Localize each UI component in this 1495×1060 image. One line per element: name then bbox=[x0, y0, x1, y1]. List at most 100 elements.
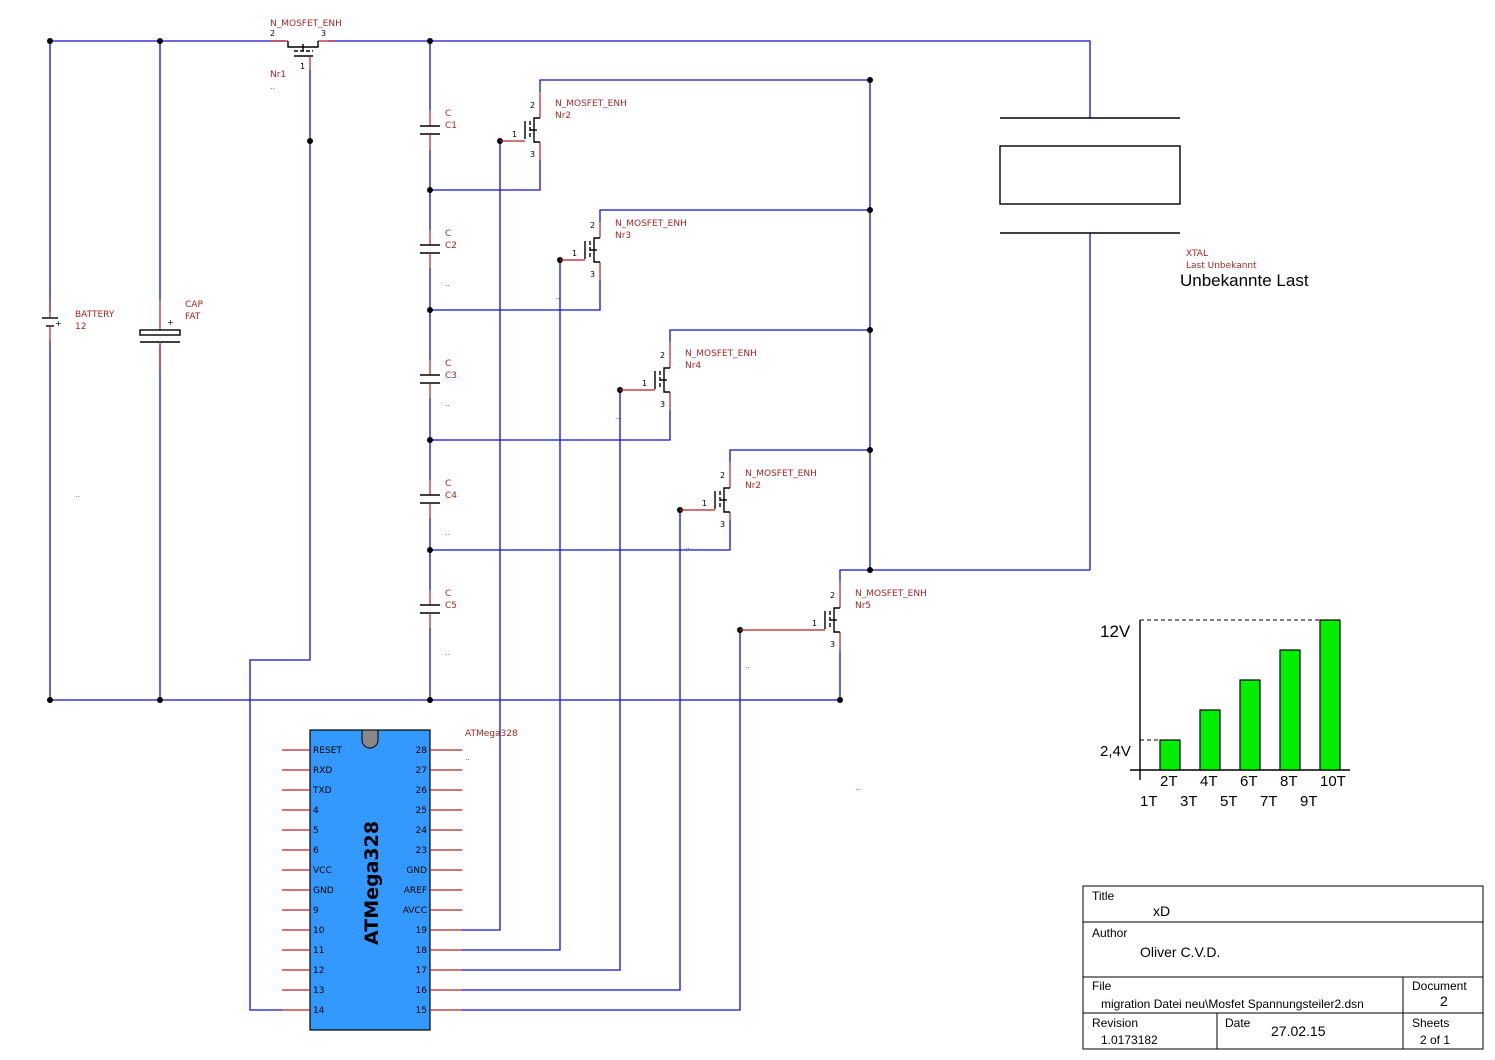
file-label: File bbox=[1092, 979, 1112, 993]
capacitor-c2-type: C bbox=[445, 229, 451, 239]
title-label: Title bbox=[1092, 889, 1115, 903]
chart-x-label-lower: 3T bbox=[1180, 793, 1198, 810]
mcu-chip-name: ATMega328 bbox=[361, 821, 383, 945]
chart-bar bbox=[1279, 649, 1301, 771]
load-name-label: Unbekannte Last bbox=[1180, 271, 1309, 290]
mosfet-nr4-name: Nr4 bbox=[685, 361, 701, 371]
chart-x-label-upper: 4T bbox=[1200, 773, 1218, 790]
chart-x-label-upper: 8T bbox=[1280, 773, 1298, 790]
chart-x-label-lower: 7T bbox=[1260, 793, 1278, 810]
mosfet-nr4-type: N_MOSFET_ENH bbox=[685, 349, 757, 359]
mosfet-nr5-name: Nr5 bbox=[855, 601, 871, 611]
revision-value: 1.0173182 bbox=[1101, 1033, 1158, 1047]
mcu-left-pin-label: RESET bbox=[313, 746, 342, 756]
svg-text:3: 3 bbox=[830, 640, 835, 649]
svg-text:2: 2 bbox=[530, 101, 535, 110]
svg-text:1: 1 bbox=[642, 379, 647, 388]
chart-x-label-upper: 10T bbox=[1320, 773, 1346, 790]
svg-text:+: + bbox=[55, 319, 62, 328]
chart-x-label-lower: 5T bbox=[1220, 793, 1238, 810]
mosfet-nr2-a[interactable]: 2 3 1 N_MOSFET_ENH Nr2 bbox=[500, 92, 627, 160]
chart-bar bbox=[1239, 679, 1261, 771]
mosfet-nr3-type: N_MOSFET_ENH bbox=[615, 219, 687, 229]
document-label: Document bbox=[1412, 979, 1467, 993]
mcu-right-pin-label: 17 bbox=[416, 966, 427, 976]
mcu-left-pin-label: VCC bbox=[313, 866, 332, 876]
chart-x-label-upper: 2T bbox=[1160, 773, 1178, 790]
svg-text:..: .. bbox=[445, 399, 450, 408]
svg-text:2: 2 bbox=[720, 471, 725, 480]
document-value: 2 bbox=[1440, 993, 1448, 1009]
mcu-right-pin-label: AVCC bbox=[403, 906, 427, 916]
capacitor-c4[interactable]: C C4 .. bbox=[420, 479, 457, 537]
capacitor-c5[interactable]: C C5 .. bbox=[420, 589, 457, 657]
file-value: migration Datei neu\Mosfet Spannungsteil… bbox=[1101, 997, 1364, 1011]
svg-text:..: .. bbox=[270, 82, 275, 91]
battery-type-label: BATTERY bbox=[75, 310, 115, 320]
load-xtal[interactable]: XTAL Last Unbekannt Unbekannte Last bbox=[999, 117, 1309, 290]
svg-text:3: 3 bbox=[720, 520, 725, 529]
capacitor-c2[interactable]: C C2 .. bbox=[420, 229, 457, 288]
capacitor-c1-name: C1 bbox=[445, 121, 457, 131]
mosfet-nr2-b-name: Nr2 bbox=[745, 481, 761, 491]
mcu-left-pin-label: 12 bbox=[313, 966, 324, 976]
mcu-left-pin-label: 13 bbox=[313, 986, 324, 996]
mosfet-nr3[interactable]: 2 3 1 N_MOSFET_ENH Nr3 .. bbox=[555, 219, 687, 301]
mosfet-nr2-a-type: N_MOSFET_ENH bbox=[555, 99, 627, 109]
mcu-right-pin-label: 28 bbox=[416, 746, 428, 756]
battery-symbol[interactable]: + BATTERY 12 .. bbox=[42, 300, 115, 499]
mosfet-nr1-name: Nr1 bbox=[270, 70, 286, 80]
mosfet-nr4[interactable]: 2 3 1 N_MOSFET_ENH Nr4 .. bbox=[615, 342, 757, 421]
capacitor-c1[interactable]: C C1 bbox=[420, 109, 457, 150]
mosfet-nr2-a-name: Nr2 bbox=[555, 111, 571, 121]
mcu-left-pin-label: 9 bbox=[313, 906, 319, 916]
svg-text:1: 1 bbox=[512, 130, 517, 139]
mosfet-nr1-type: N_MOSFET_ENH bbox=[270, 19, 342, 29]
mosfet-nr1[interactable]: 2 3 1 N_MOSFET_ENH Nr1 .. bbox=[270, 19, 342, 91]
sheets-value: 2 of 1 bbox=[1420, 1033, 1450, 1047]
capacitor-fat-type-label: CAP bbox=[185, 300, 203, 310]
svg-text:3: 3 bbox=[321, 29, 326, 38]
date-label: Date bbox=[1225, 1016, 1251, 1030]
capacitor-c4-type: C bbox=[445, 479, 451, 489]
svg-text:1: 1 bbox=[572, 249, 577, 258]
svg-text:3: 3 bbox=[590, 270, 595, 279]
mcu-right-pin-label: 26 bbox=[416, 786, 428, 796]
capacitor-c5-name: C5 bbox=[445, 601, 457, 611]
title-block: Title xD Author Oliver C.V.D. File migra… bbox=[1082, 885, 1484, 1050]
mcu-left-pin-label: 6 bbox=[313, 846, 319, 856]
mosfet-nr5[interactable]: 2 3 1 N_MOSFET_ENH Nr5 .. .. bbox=[740, 582, 927, 792]
load-type-label: XTAL bbox=[1186, 249, 1208, 259]
svg-text:2: 2 bbox=[270, 29, 275, 38]
svg-text:..: .. bbox=[75, 490, 80, 499]
mcu-left-pin-label: 10 bbox=[313, 926, 325, 936]
mcu-right-pin-label: GND bbox=[406, 866, 427, 876]
capacitor-c3[interactable]: C C3 .. bbox=[420, 359, 457, 408]
junction-dots bbox=[47, 38, 873, 703]
capacitor-c4-name: C4 bbox=[445, 491, 457, 501]
revision-label: Revision bbox=[1092, 1016, 1138, 1030]
capacitor-fat-symbol[interactable]: + CAP FAT bbox=[139, 300, 203, 372]
svg-text:..: .. bbox=[685, 542, 690, 551]
chart-bar bbox=[1319, 619, 1341, 771]
mcu-right-pin-label: 16 bbox=[416, 986, 428, 996]
svg-text:..: .. bbox=[465, 753, 470, 762]
capacitor-c3-name: C3 bbox=[445, 371, 457, 381]
mosfet-nr2-b[interactable]: 2 3 1 N_MOSFET_ENH Nr2 .. bbox=[680, 462, 817, 551]
mcu-left-pin-label: TXD bbox=[312, 786, 332, 796]
chart-x-label-lower: 1T bbox=[1140, 793, 1158, 810]
mcu-ref-label: ATMega328 bbox=[465, 729, 518, 739]
capacitor-fat-value-label: FAT bbox=[185, 312, 201, 322]
mcu-right-pin-label: 23 bbox=[416, 846, 427, 856]
mcu-left-pin-label: GND bbox=[313, 886, 334, 896]
chart-bar bbox=[1199, 709, 1221, 771]
svg-text:..: .. bbox=[555, 292, 560, 301]
mcu-right-pin-label: 25 bbox=[416, 806, 427, 816]
svg-text:1: 1 bbox=[300, 62, 305, 71]
mcu-left-pin-label: RXD bbox=[313, 766, 332, 776]
sheets-label: Sheets bbox=[1412, 1016, 1449, 1030]
mcu-right-pin-label: 27 bbox=[416, 766, 427, 776]
chart-y-top-label: 12V bbox=[1100, 622, 1131, 641]
